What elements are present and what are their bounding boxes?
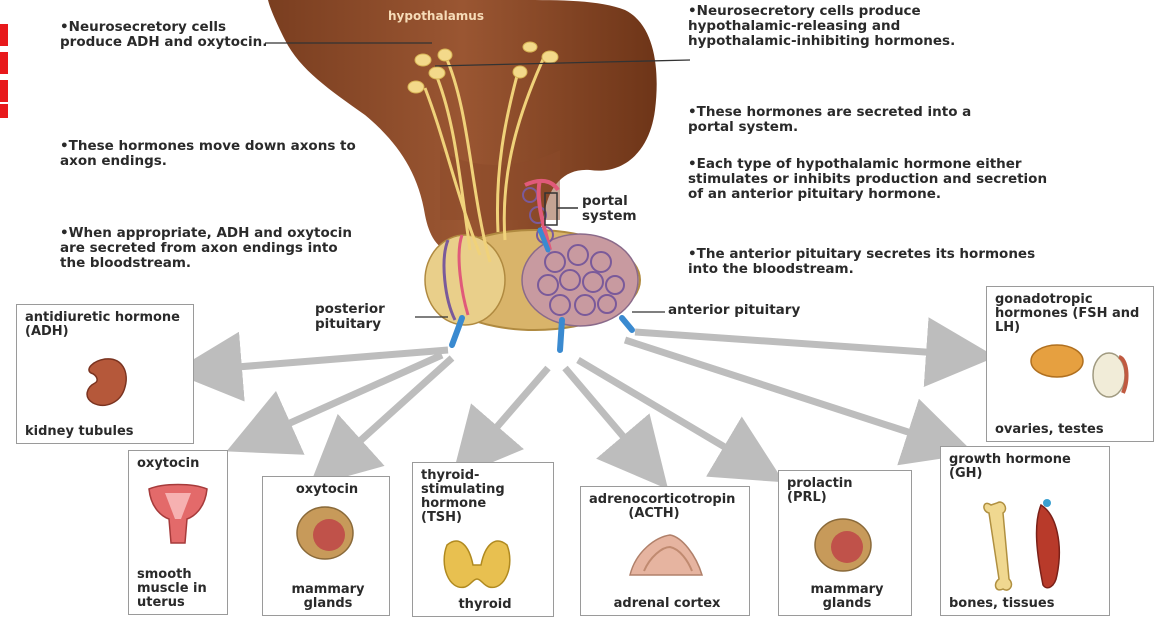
right-note-4: The anterior pituitary secretes its horm… xyxy=(688,247,1048,277)
left-note-1: Neurosecretory cells produce ADH and oxy… xyxy=(60,20,270,50)
anterior-pituitary-label: anterior pituitary xyxy=(668,303,800,318)
target-organ-label: mammary glands xyxy=(271,583,385,611)
target-box-adh: antidiuretic hormone (ADH) kidney tubule… xyxy=(16,304,194,444)
target-hormone-label: thyroid-stimulating hormone (TSH) xyxy=(421,469,517,525)
target-hormone-label: antidiuretic hormone (ADH) xyxy=(25,311,187,339)
target-organ-label: thyroid xyxy=(421,598,549,612)
hypothalamus-label: hypothalamus xyxy=(388,9,484,23)
target-box-acth: adrenocorticotropin (ACTH) adrenal corte… xyxy=(580,486,750,616)
posterior-pituitary-label: posterior pituitary xyxy=(315,302,385,332)
mammary-gland-icon xyxy=(293,503,357,563)
target-hormone-label: oxytocin xyxy=(271,483,383,497)
left-note-2: These hormones move down axons to axon e… xyxy=(60,139,390,169)
kidney-icon xyxy=(75,353,135,413)
target-organ-label: kidney tubules xyxy=(25,425,189,439)
target-organ-label: bones, tissues xyxy=(949,597,1105,611)
target-organ-label: mammary glands xyxy=(787,583,907,611)
portal-system-label: portal system xyxy=(582,194,637,224)
gonads-icon xyxy=(1027,339,1147,399)
target-hormone-label: gonadotropic hormones (FSH and LH) xyxy=(995,293,1145,335)
left-note-3: When appropriate, ADH and oxytocin are s… xyxy=(60,226,360,271)
bone-muscle-icon xyxy=(977,495,1087,595)
target-organ-label: smooth muscle in uterus xyxy=(137,568,207,610)
thyroid-icon xyxy=(439,535,515,595)
target-box-tsh: thyroid-stimulating hormone (TSH) thyroi… xyxy=(412,462,554,617)
mammary-gland-icon xyxy=(811,515,875,575)
target-box-gh: growth hormone (GH) bones, tissues xyxy=(940,446,1110,616)
uterus-icon xyxy=(143,479,213,549)
target-box-oxytocin-uterus: oxytocin smooth muscle in uterus xyxy=(128,450,228,615)
target-box-oxytocin-mammary: oxytocin mammary glands xyxy=(262,476,390,616)
target-box-gonadotropic: gonadotropic hormones (FSH and LH) ovari… xyxy=(986,286,1154,442)
target-hormone-label: growth hormone (GH) xyxy=(949,453,1099,481)
target-hormone-label: adrenocorticotropin (ACTH) xyxy=(589,493,719,521)
target-box-prl: prolactin (PRL) mammary glands xyxy=(778,470,912,616)
right-note-1: Neurosecretory cells produce hypothalami… xyxy=(688,4,998,49)
target-hormone-label: oxytocin xyxy=(137,457,221,471)
right-note-3: Each type of hypothalamic hormone either… xyxy=(688,157,1048,202)
target-hormone-label: prolactin (PRL) xyxy=(787,477,867,505)
target-organ-label: adrenal cortex xyxy=(589,597,745,611)
adrenal-cortex-icon xyxy=(626,531,706,581)
right-note-2: These hormones are secreted into a porta… xyxy=(688,105,1018,135)
target-organ-label: ovaries, testes xyxy=(995,423,1149,437)
